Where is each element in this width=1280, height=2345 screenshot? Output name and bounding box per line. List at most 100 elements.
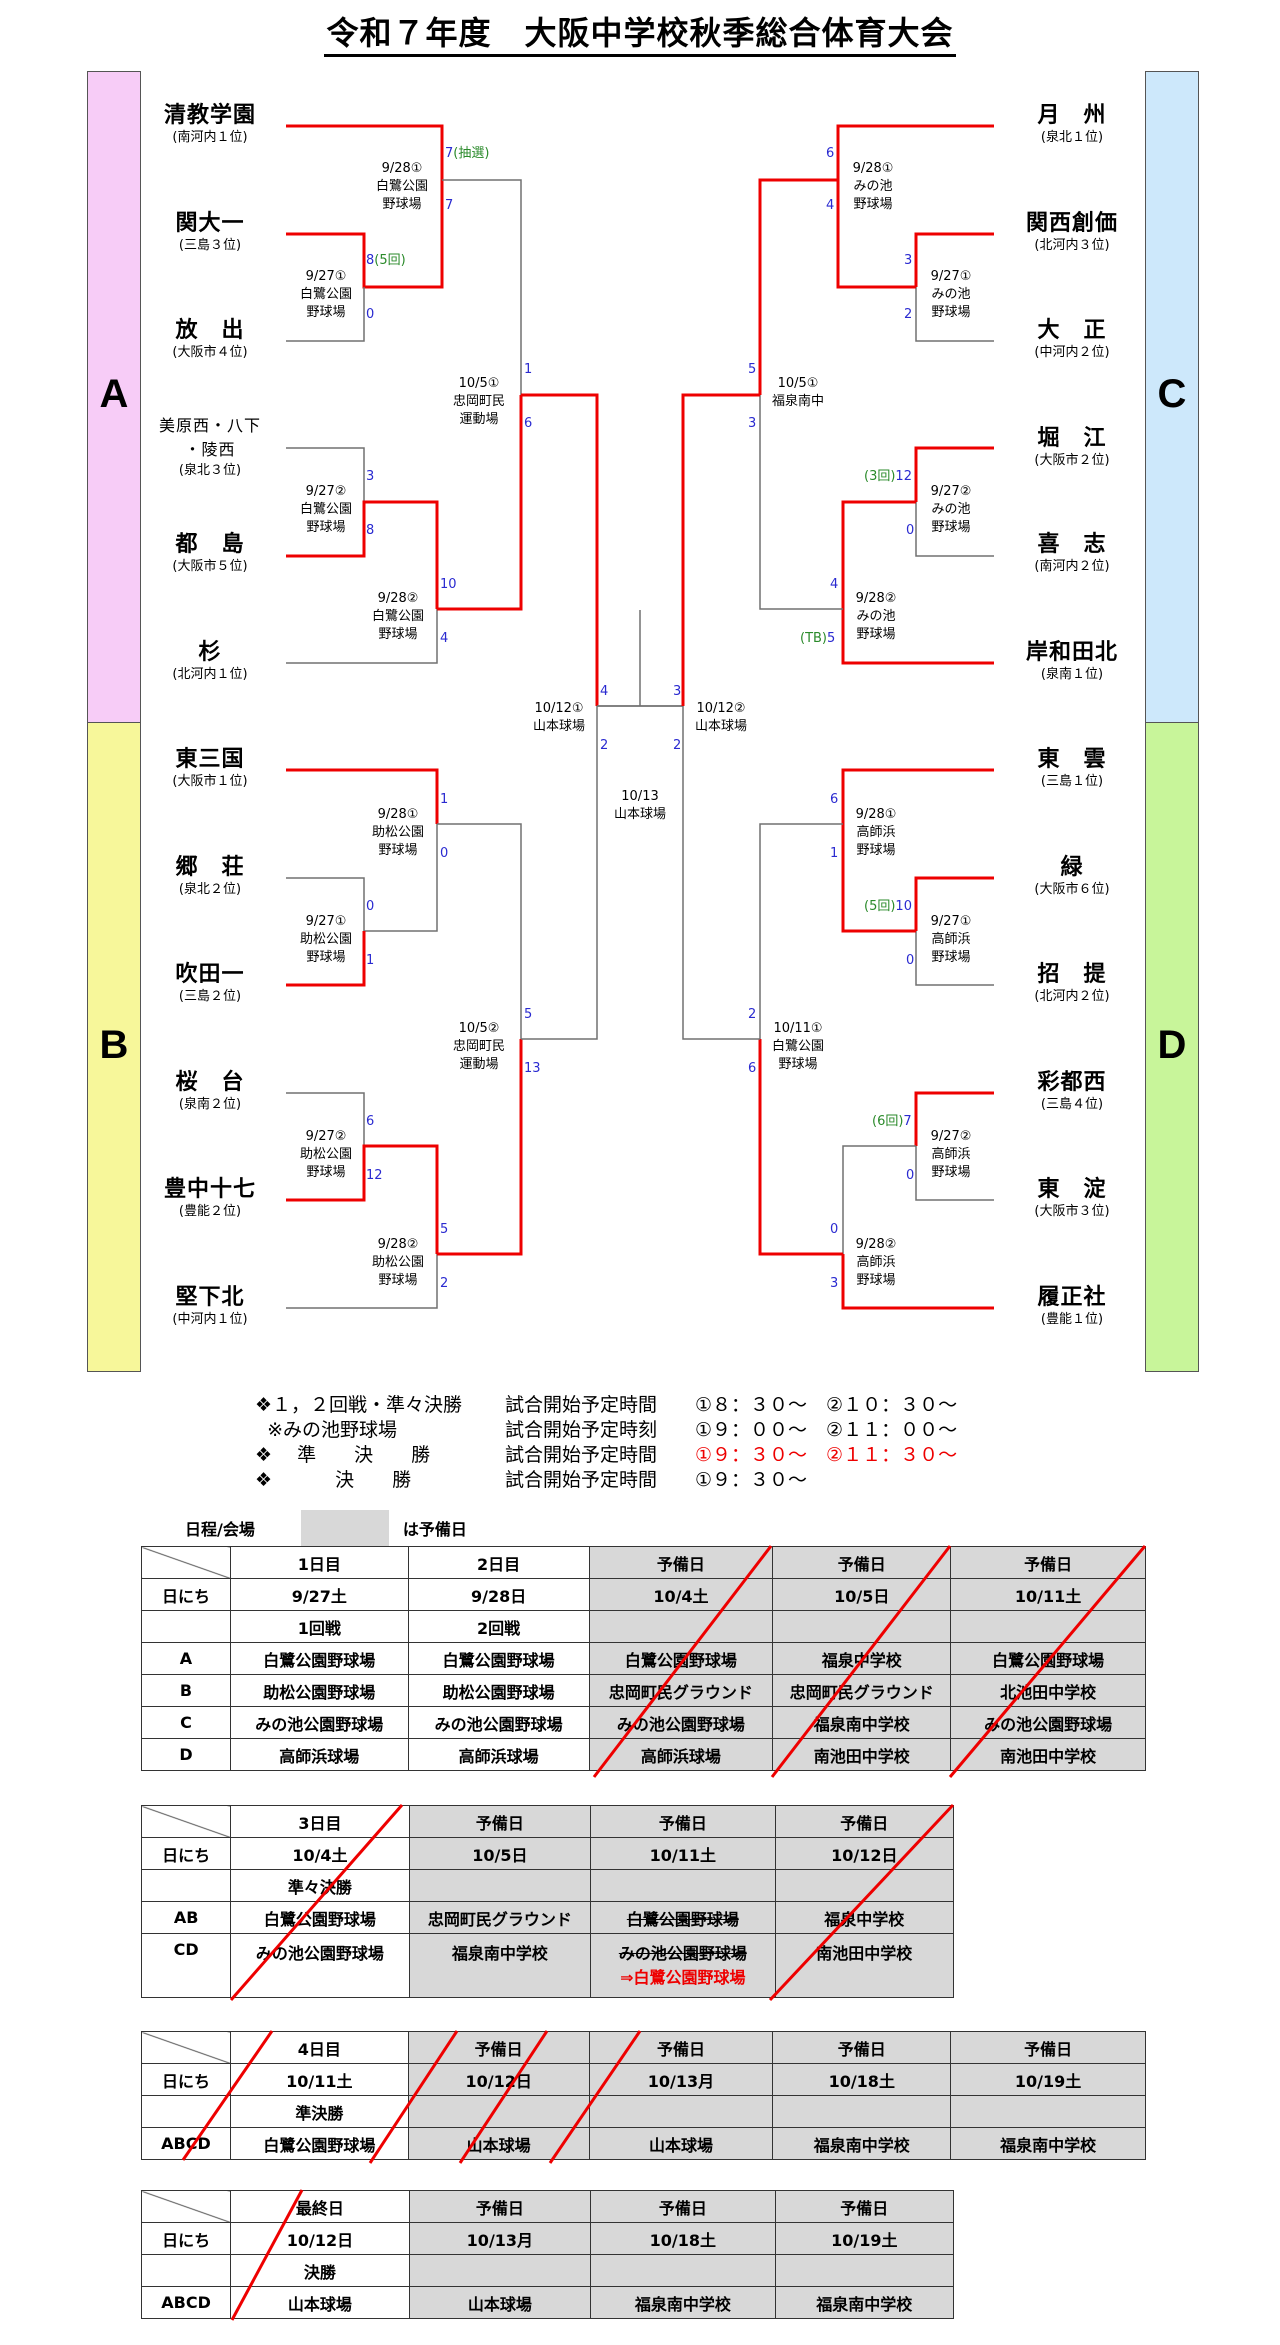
table-cell: 福泉南中学校 — [774, 2286, 955, 2319]
table-cell: 予備日 — [774, 1805, 955, 1838]
table-cell: 高師浜球場 — [588, 1738, 774, 1771]
bracket-line — [758, 1039, 843, 1256]
text: 9/27① — [930, 269, 972, 284]
text: 7 — [445, 198, 454, 213]
region-b-label: B — [99, 1023, 129, 1067]
table-cell: 9/28日 — [407, 1578, 590, 1611]
text: 試合開始予定時間 — [505, 1444, 658, 1466]
text: 2 — [904, 307, 913, 322]
text: 吹田一 — [175, 962, 245, 987]
table-cell: 10/13月 — [408, 2222, 592, 2255]
text: 福泉南中 — [771, 394, 824, 409]
table-cell: 予備日 — [774, 2190, 955, 2223]
bracket-line — [759, 823, 843, 1039]
team: 履正社(豊能１位) — [982, 1285, 1162, 1328]
text: 2 — [748, 1007, 757, 1022]
table-row: 準決勝 — [141, 2095, 1146, 2128]
text: (大阪市６位) — [1034, 882, 1110, 897]
team: 関西創価(北河内３位) — [982, 211, 1162, 254]
table-cell: 白鷺公園野球場 — [407, 1642, 590, 1675]
bracket-line — [841, 824, 916, 933]
table-cell: 助松公園野球場 — [407, 1674, 590, 1707]
table-cell: みの池公園野球場 — [950, 1706, 1146, 1739]
text: 野球場 — [931, 520, 971, 535]
text: 9/28② — [855, 591, 897, 606]
table-cell: 日にち — [141, 2063, 231, 2096]
region-a-label: A — [99, 372, 129, 416]
text: 7 — [903, 1114, 912, 1129]
bracket-line — [286, 287, 365, 342]
text: 9/27② — [930, 1129, 972, 1144]
text: 岸和田北 — [1025, 640, 1118, 665]
text: 9/27① — [930, 914, 972, 929]
table-cell: みの池公園野球場 — [407, 1706, 590, 1739]
text: (中河内２位) — [1034, 345, 1110, 360]
table-cell: 10/11土 — [950, 1578, 1146, 1611]
table-cell: 予備日 — [408, 1805, 592, 1838]
text: (北河内３位) — [1034, 238, 1110, 253]
bracket-line — [286, 609, 438, 664]
score: 3 — [748, 416, 756, 432]
score: 3 — [830, 1276, 838, 1292]
table-cell: 予備日 — [772, 1546, 952, 1579]
bracket-line — [915, 1146, 994, 1201]
text: 6 — [830, 792, 839, 807]
table-cell — [407, 2095, 590, 2128]
text: 野球場 — [856, 1273, 896, 1288]
text: (北河内１位) — [172, 667, 248, 682]
table-cell: 10/4土 — [230, 1837, 410, 1870]
score: 6 — [524, 416, 532, 432]
table-cell: 白鷺公園野球場 — [229, 1642, 409, 1675]
team: 東 雲(三島１位) — [982, 747, 1162, 790]
bracket-line — [915, 502, 994, 557]
score: (TB)5 — [800, 631, 835, 647]
block-a-lines — [286, 124, 599, 706]
text: 5 — [524, 1007, 533, 1022]
score: 0 — [906, 523, 914, 539]
bracket-line — [841, 768, 994, 824]
table-cell: 10/19土 — [950, 2063, 1146, 2096]
text: 6 — [748, 1061, 757, 1076]
text: 9/28① — [377, 807, 419, 822]
region-b: B — [87, 722, 141, 1372]
table-cell: 10/4土 — [588, 1578, 774, 1611]
table-cell: 日にち — [140, 2222, 232, 2255]
team: 豊中十七(豊能２位) — [120, 1177, 300, 1220]
text: (泉北３位) — [178, 463, 242, 478]
text: (三島３位) — [178, 238, 242, 253]
text: 助松公園 — [299, 1147, 352, 1162]
table-cell: 予備日 — [590, 1805, 776, 1838]
bracket-line — [521, 393, 599, 706]
region-d: D — [1145, 722, 1199, 1372]
text: 10 — [440, 577, 457, 592]
table-cell: B — [141, 1674, 231, 1707]
table-cell: 白鷺公園野球場 — [229, 2127, 409, 2160]
text: 10/5① — [777, 376, 819, 391]
text: 3 — [366, 469, 375, 484]
text: 12 — [366, 1168, 383, 1183]
text: 9/27② — [305, 484, 347, 499]
corner-cell — [141, 2031, 231, 2064]
score: 12 — [366, 1168, 383, 1184]
text: 豊中十七 — [163, 1177, 256, 1202]
score: 0 — [440, 846, 448, 862]
bracket-line — [836, 180, 916, 289]
text: 野球場 — [856, 627, 896, 642]
table-cell: 忠岡町民グラウンド — [772, 1674, 952, 1707]
table-cell — [140, 2254, 232, 2287]
score: 4 — [830, 577, 838, 593]
venue-change-note: ⇒白鷺公園野球場 — [620, 1968, 746, 1987]
text: 1 — [524, 362, 533, 377]
team: 招 提(北河内２位) — [982, 962, 1162, 1005]
text: (中河内１位) — [172, 1312, 248, 1327]
table-cell: 白鷺公園野球場 — [588, 1642, 774, 1675]
score: 6 — [748, 1061, 756, 1077]
